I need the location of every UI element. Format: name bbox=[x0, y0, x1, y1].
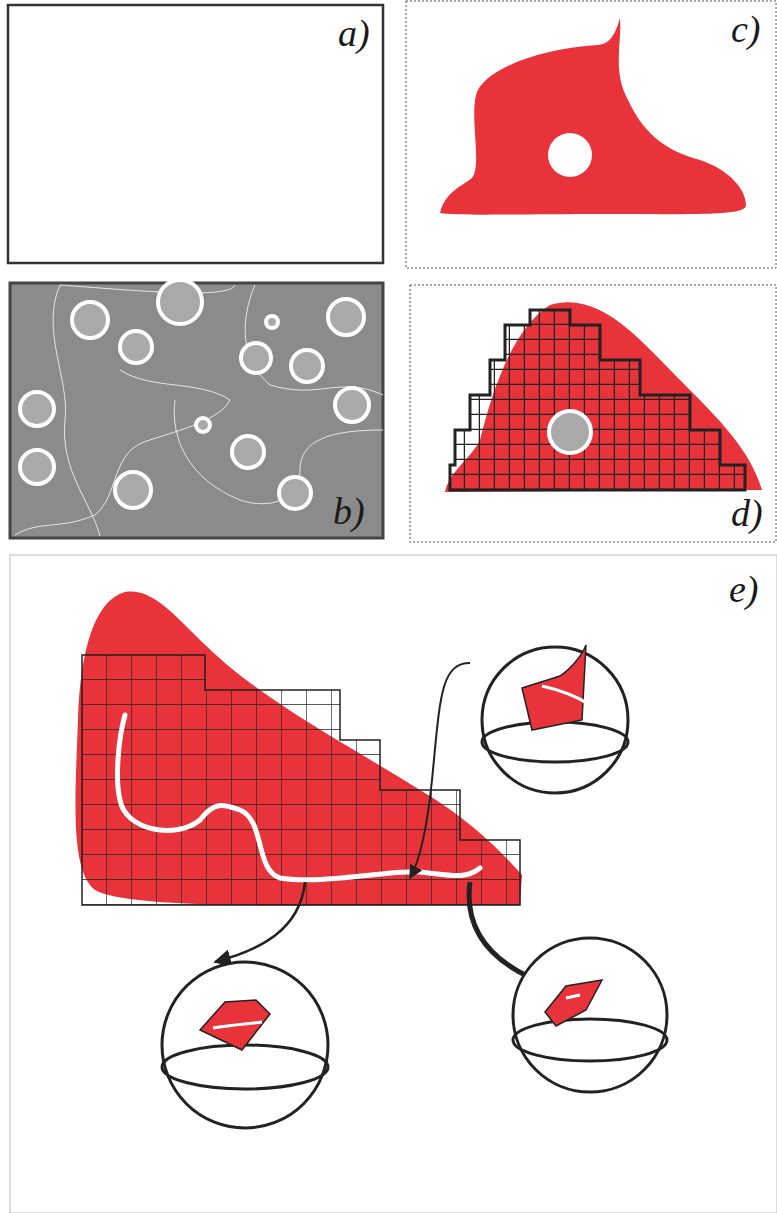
gray-panel bbox=[10, 283, 383, 538]
hole bbox=[549, 411, 591, 453]
red-region bbox=[440, 18, 746, 215]
hole bbox=[548, 133, 592, 177]
panel-label: d) bbox=[731, 494, 763, 532]
panel-frame bbox=[10, 555, 777, 1213]
panel-label: e) bbox=[729, 570, 759, 608]
sphere-chart bbox=[482, 645, 628, 793]
panel-label: c) bbox=[731, 10, 761, 48]
red-region bbox=[445, 302, 762, 492]
red-region bbox=[75, 592, 522, 906]
path-curve bbox=[118, 715, 480, 880]
region-boundaries bbox=[15, 285, 383, 536]
panel-label: b) bbox=[333, 492, 365, 530]
panel-label: a) bbox=[338, 14, 370, 52]
panel-frame bbox=[410, 285, 776, 542]
sphere-chart bbox=[162, 962, 328, 1128]
particles bbox=[20, 280, 369, 509]
panel-frame bbox=[406, 1, 776, 268]
box-covering bbox=[82, 655, 520, 905]
box-covering bbox=[450, 310, 745, 490]
empty-panel bbox=[8, 5, 383, 263]
sphere-chart bbox=[513, 938, 667, 1092]
